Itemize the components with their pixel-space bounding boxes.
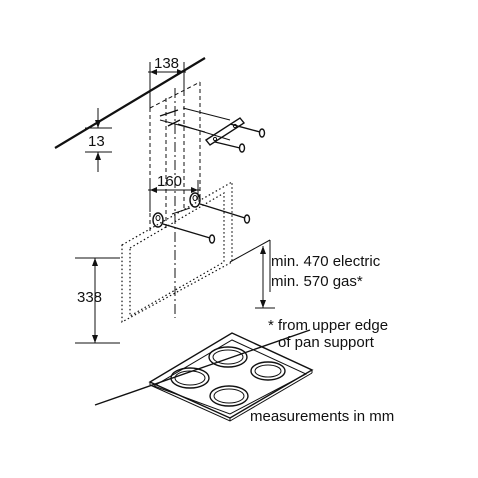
dim-160-label: 160: [157, 173, 182, 190]
units-label: measurements in mm: [250, 408, 394, 425]
upper-bracket: [159, 107, 246, 146]
wall-lines: [75, 239, 271, 344]
dim-13-label: 13: [88, 133, 105, 150]
footnote-line2: of pan support: [278, 334, 375, 351]
dimension-138: 138: [148, 55, 186, 108]
min-electric-label: min. 470 electric: [271, 253, 381, 270]
upper-chimney-outline: [149, 81, 201, 318]
cooktop: [148, 332, 314, 422]
dim-138-label: 138: [154, 55, 179, 72]
worktop-line: [94, 329, 311, 406]
min-gas-label: min. 570 gas*: [271, 273, 363, 290]
dimension-160: 160: [148, 173, 200, 212]
upper-screws: [159, 109, 266, 153]
lower-hooks: [152, 192, 201, 228]
dimension-13: 13: [85, 108, 112, 172]
hood-canopy-outline: [121, 180, 233, 324]
cooktop-burners: [170, 346, 286, 407]
lower-screws: [162, 203, 251, 244]
dim-338-label: 338: [77, 289, 102, 306]
dimension-min-clearance: [255, 246, 275, 309]
dimension-338: 338: [77, 258, 102, 343]
footnote-line1: * from upper edge: [268, 317, 388, 334]
